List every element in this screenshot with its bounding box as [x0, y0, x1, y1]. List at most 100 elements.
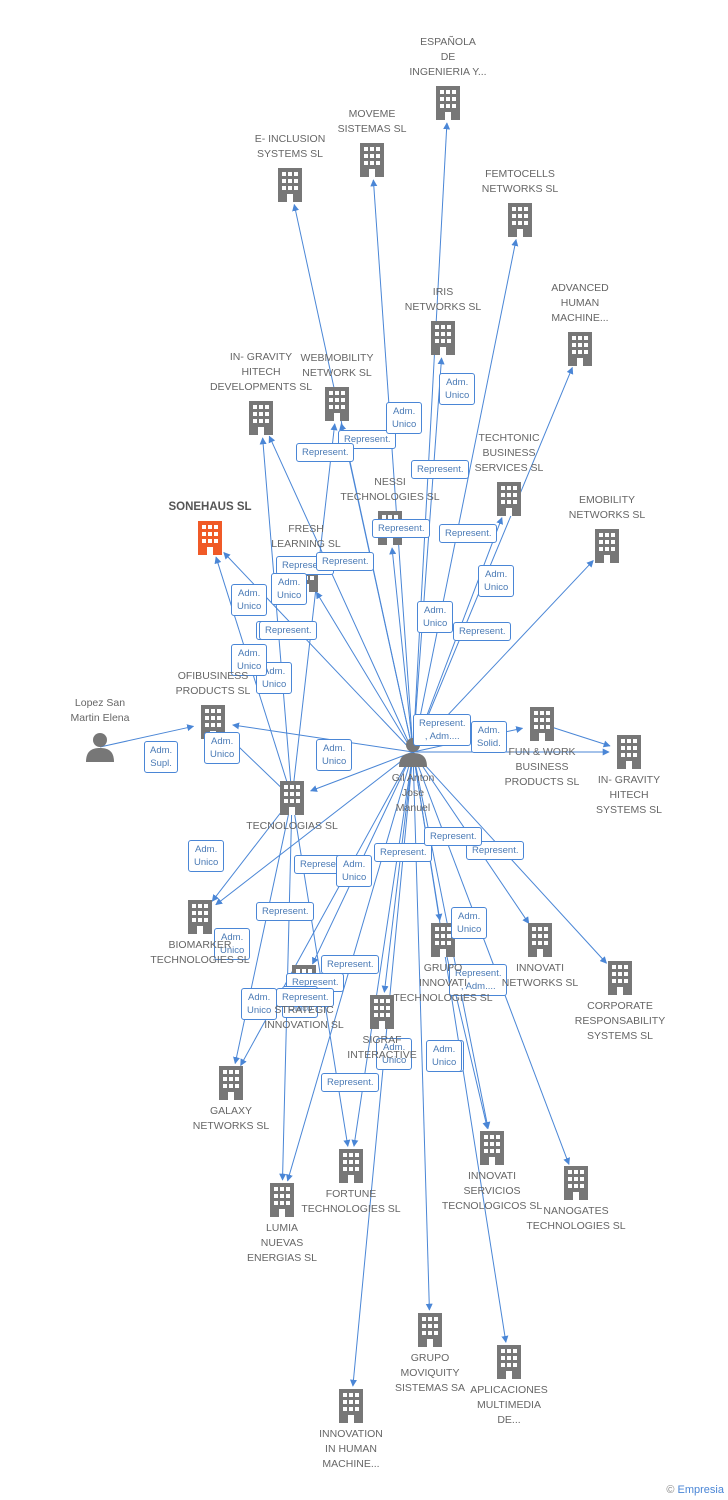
building-icon-aplicaciones[interactable] [497, 1345, 521, 1379]
building-icon-femtocells[interactable] [508, 203, 532, 237]
node-label-fortune[interactable]: FORTUNE TECHNOLOGIES SL [301, 1188, 401, 1215]
edge-label-gil-moviquity[interactable]: Adm. Unico [376, 1038, 413, 1070]
edge-label-tecnologias-fortune[interactable]: Represent. [276, 988, 335, 1007]
edge-label-gil-advanced[interactable]: Represent. [439, 524, 498, 543]
edge-label-gil-iris[interactable]: Adm. Unico [386, 402, 423, 434]
copyright-symbol: © [666, 1484, 675, 1496]
node-label-nessi[interactable]: NESSI TECHNOLOGIES SL [340, 476, 440, 503]
building-icon-nanogates[interactable] [564, 1166, 588, 1200]
building-icon-funwork[interactable] [530, 707, 554, 741]
node-label-espanola[interactable]: ESPAÑOLA DE INGENIERIA Y... [409, 36, 487, 78]
edge-gil-iris [412, 357, 445, 753]
edge-label-gil-innovati_networks[interactable]: Represent. [466, 841, 525, 860]
edge-label-tecnologias-webmobility[interactable]: Represent. [259, 621, 318, 640]
building-icon-sonehaus[interactable] [198, 521, 222, 555]
edge-label-gil-grupo_innovati[interactable]: Represent. [374, 843, 433, 862]
edge-label-tecnologias-galaxy[interactable]: Adm. Unico [214, 928, 251, 960]
building-icon-emobility[interactable] [595, 529, 619, 563]
edge-label-tecnologias-ofibusiness[interactable]: Adm. Unico [204, 732, 241, 764]
node-label-emobility[interactable]: EMOBILITY NETWORKS SL [568, 494, 646, 521]
building-icon-webmobility[interactable] [325, 387, 349, 421]
building-icon-moviquity[interactable] [418, 1313, 442, 1347]
building-icon-innovati_servicios[interactable] [480, 1131, 504, 1165]
node-label-moveme[interactable]: MOVEME SISTEMAS SL [337, 108, 407, 135]
edge-label-gil-tecnologias[interactable]: Adm. Unico [316, 739, 353, 771]
building-icon-innovati_networks[interactable] [528, 923, 552, 957]
building-icon-corporate[interactable] [608, 961, 632, 995]
node-label-biomarker[interactable]: BIOMARKER TECHNOLOGIES SL [150, 939, 250, 966]
node-label-webmobility[interactable]: WEBMOBILITY NETWORK SL [300, 352, 374, 379]
edge-label-gil-fresh[interactable]: Represent. [316, 552, 375, 571]
edge-label-gil-ingravity_sys[interactable]: Represent. , Adm.... [413, 714, 472, 746]
building-icon-techtonic[interactable] [497, 482, 521, 516]
building-icon-ingravity_sys[interactable] [617, 735, 641, 769]
node-label-aplicaciones[interactable]: APLICACIONES MULTIMEDIA DE... [470, 1384, 548, 1426]
node-label-einclusion[interactable]: E- INCLUSION SYSTEMS SL [254, 133, 326, 160]
node-label-sigraf[interactable]: SIGRAF INTERACTIVE [347, 1034, 417, 1061]
person-icon-lopez[interactable] [86, 733, 114, 762]
node-label-ofibusiness[interactable]: OFIBUSINESS PRODUCTS SL [175, 670, 251, 697]
node-label-advanced[interactable]: ADVANCED HUMAN MACHINE... [551, 282, 609, 324]
building-icon-galaxy[interactable] [219, 1066, 243, 1100]
node-label-innovati_networks[interactable]: INNOVATI NETWORKS SL [501, 962, 579, 989]
building-icon-ingravity_dev[interactable] [249, 401, 273, 435]
edge-label-gil-strategic[interactable]: Represent. [256, 902, 315, 921]
building-icon-innovation_human[interactable] [339, 1389, 363, 1423]
edge-label-gil-einclusion[interactable]: Represent. [296, 443, 355, 462]
edge-label-gil-sigraf[interactable]: Adm. Unico [336, 855, 373, 887]
building-icon-biomarker[interactable] [188, 900, 212, 934]
edge-label-gil-innovati_servicios[interactable]: Represent. , Adm.... [449, 964, 508, 996]
node-label-innovati_servicios[interactable]: INNOVATI SERVICIOS TECNOLOGICOS SL [441, 1170, 543, 1212]
building-icon-moveme[interactable] [360, 143, 384, 177]
building-icon-tecnologias[interactable] [280, 781, 304, 815]
edge-label-grupo_innovati-innovati_servicios[interactable]: Adm. Unico [426, 1040, 463, 1072]
node-label-strategic[interactable]: STRATEGIC INNOVATION SL [264, 1004, 344, 1031]
node-label-techtonic[interactable]: TECHTONIC BUSINESS SERVICES SL [474, 432, 544, 474]
edge-tecnologias-sonehaus [214, 556, 293, 799]
building-icon-einclusion[interactable] [278, 168, 302, 202]
node-label-lumia[interactable]: LUMIA NUEVAS ENERGIAS SL [246, 1222, 318, 1264]
edge-label-tecnologias-biomarker[interactable]: Adm. Unico [188, 840, 225, 872]
node-label-ingravity_sys[interactable]: IN- GRAVITY HITECH SYSTEMS SL [596, 774, 662, 816]
edge-label-gil-emobility[interactable]: Adm. Unico [478, 565, 515, 597]
node-label-galaxy[interactable]: GALAXY NETWORKS SL [192, 1105, 270, 1132]
edge-label-gil-innovation_human[interactable]: Represent. [321, 1073, 380, 1092]
edge-gil-ingravity_dev [268, 435, 414, 753]
node-label-sonehaus[interactable]: SONEHAUS SL [168, 501, 252, 513]
edge-label-gil-nanogates[interactable]: Adm. Unico [451, 907, 488, 939]
edge-gil-ofibusiness [232, 722, 414, 753]
edge-label-funwork-ingravity_sys[interactable]: Adm. Solid. [471, 721, 507, 753]
edge-label-gil-funwork[interactable]: Represent. [453, 622, 512, 641]
brand-name[interactable]: Empresia [677, 1484, 724, 1496]
node-label-funwork[interactable]: FUN & WORK BUSINESS PRODUCTS SL [504, 746, 580, 788]
node-label-nanogates[interactable]: NANOGATES TECHNOLOGIES SL [526, 1205, 626, 1232]
edge-label-tecnologias-ingravity_dev[interactable]: Adm. Unico [271, 573, 308, 605]
edge-label-gil-corporate[interactable]: Represent. [424, 827, 483, 846]
edge-gil-moveme [370, 179, 414, 753]
node-label-moviquity[interactable]: GRUPO MOVIQUITY SISTEMAS SA [394, 1352, 466, 1394]
node-label-grupo_innovati[interactable]: GRUPO INNOVATI TECHNOLOGIES SL [393, 962, 493, 1004]
node-label-tecnologias[interactable]: TECNOLOGIAS SL [246, 820, 338, 832]
edge-label-gil-nessi[interactable]: Represent. [372, 519, 431, 538]
node-label-corporate[interactable]: CORPORATE RESPONSABILITY SYSTEMS SL [574, 1000, 666, 1042]
edge-label-gil-sonehaus[interactable]: Adm. Unico [231, 584, 268, 616]
edge-label-tecnologias-sonehaus[interactable]: Adm. Unico [231, 644, 268, 676]
edge-label-gil-techtonic[interactable]: Adm. Unico [417, 601, 454, 633]
building-icon-iris[interactable] [431, 321, 455, 355]
node-label-innovation_human[interactable]: INNOVATION IN HUMAN MACHINE... [319, 1428, 383, 1470]
edge-label-gil-lumia[interactable]: Adm. Unico [241, 988, 278, 1020]
edge-label-lopez-ofibusiness[interactable]: Adm. Supl. [144, 741, 179, 773]
node-label-femtocells[interactable]: FEMTOCELLS NETWORKS SL [481, 168, 559, 195]
node-label-ingravity_dev[interactable]: IN- GRAVITY HITECH DEVELOPMENTS SL [209, 351, 313, 393]
building-icon-espanola[interactable] [436, 86, 460, 120]
edge-label-gil-espanola[interactable]: Adm. Unico [439, 373, 476, 405]
node-label-iris[interactable]: IRIS NETWORKS SL [404, 286, 482, 313]
edge-label-gil-galaxy[interactable]: Represent. [321, 955, 380, 974]
node-label-lopez[interactable]: Lopez San Martin Elena [70, 697, 130, 724]
node-label-gil[interactable]: Gil Anton Jose Manuel [391, 772, 435, 814]
building-icon-advanced[interactable] [568, 332, 592, 366]
node-label-fresh[interactable]: FRESH LEARNING SL [271, 523, 341, 550]
edge-label-gil-femtocells[interactable]: Represent. [411, 460, 470, 479]
building-icon-fortune[interactable] [339, 1149, 363, 1183]
